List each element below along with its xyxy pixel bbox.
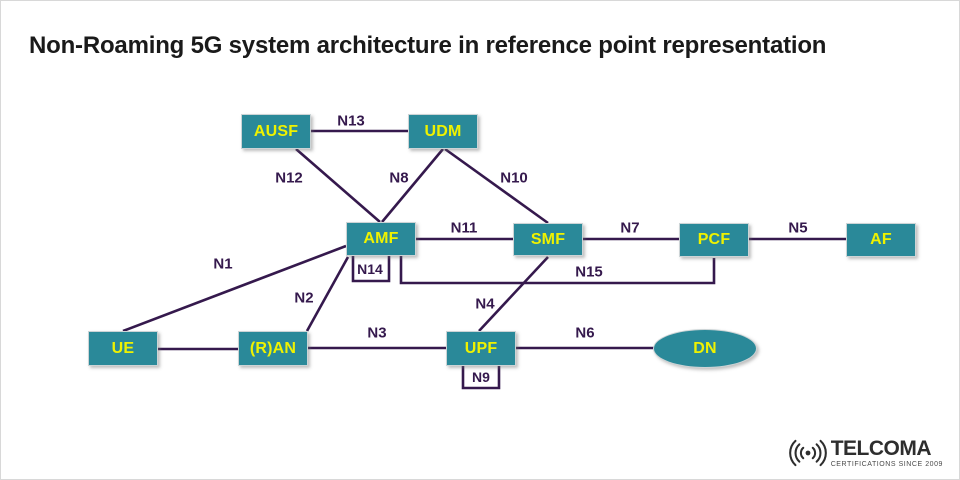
ref-label-n4: N4 bbox=[475, 295, 495, 313]
ref-label-n10: N10 bbox=[500, 169, 528, 187]
ref-label-n9: N9 bbox=[472, 369, 490, 385]
link-n9-loop bbox=[461, 365, 501, 390]
node-upf: UPF bbox=[446, 331, 516, 366]
link-n1-line bbox=[122, 244, 347, 333]
node-ausf: AUSF bbox=[241, 114, 311, 149]
ref-label-n11: N11 bbox=[450, 219, 478, 237]
node-smf: SMF bbox=[513, 223, 583, 256]
link-n10-line bbox=[444, 147, 549, 225]
ref-label-n13: N13 bbox=[337, 112, 365, 130]
node-pcf: PCF bbox=[679, 223, 749, 257]
node-amf: AMF bbox=[346, 222, 416, 256]
ref-label-n8: N8 bbox=[389, 169, 409, 187]
logo-brand-text: TELCOMA bbox=[830, 437, 932, 460]
ref-label-n14: N14 bbox=[357, 261, 383, 277]
ref-label-n12: N12 bbox=[275, 169, 303, 187]
node-ue: UE bbox=[88, 331, 158, 366]
link-n4-line bbox=[478, 256, 549, 332]
telcoma-logo: TELCOMA CERTIFICATIONS SINCE 2009 bbox=[788, 435, 943, 471]
node-udm: UDM bbox=[408, 114, 478, 149]
logo-tagline-text: CERTIFICATIONS SINCE 2009 bbox=[830, 461, 943, 468]
node-dn: DN bbox=[653, 329, 757, 368]
node-ran: (R)AN bbox=[238, 331, 308, 366]
ref-label-n1: N1 bbox=[213, 255, 233, 273]
link-n14-loop bbox=[351, 256, 391, 283]
ref-label-n2: N2 bbox=[294, 289, 314, 307]
link-n12-line bbox=[295, 148, 381, 223]
ref-label-n6: N6 bbox=[575, 324, 595, 342]
link-n2-line bbox=[305, 256, 350, 332]
radio-waves-icon bbox=[788, 435, 827, 471]
ref-label-n7: N7 bbox=[620, 219, 640, 237]
page-title: Non-Roaming 5G system architecture in re… bbox=[29, 32, 827, 59]
ref-label-n3: N3 bbox=[367, 324, 387, 342]
ref-label-n15: N15 bbox=[575, 263, 603, 281]
link-n8-line bbox=[381, 148, 444, 223]
ref-label-n5: N5 bbox=[788, 219, 808, 237]
node-af: AF bbox=[846, 223, 916, 257]
link-n15-line bbox=[399, 256, 716, 285]
